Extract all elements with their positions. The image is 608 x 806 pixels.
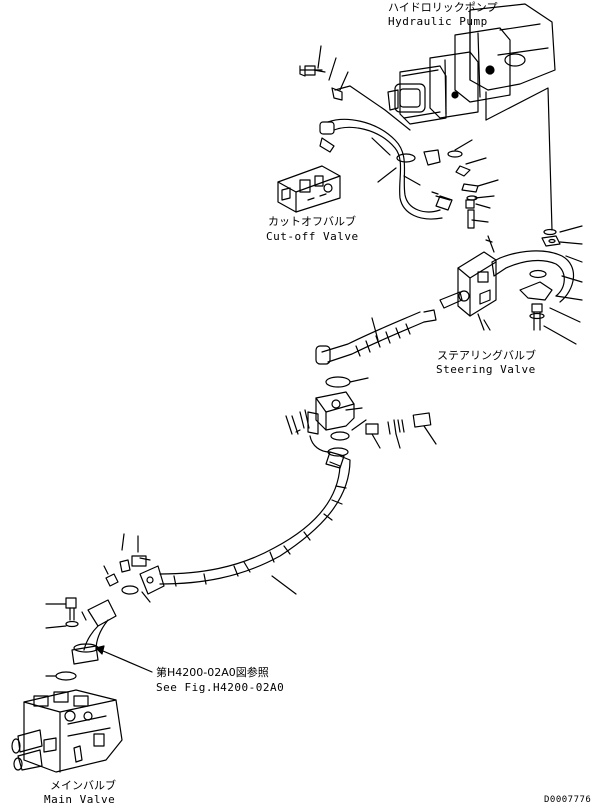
main-valve bbox=[11, 689, 123, 773]
see-fig-label-jp: 第H4200-02A0図参照 bbox=[156, 666, 269, 679]
main-valve-label-en: Main Valve bbox=[44, 793, 116, 806]
steering-valve bbox=[439, 235, 497, 331]
cutoff-valve-label-en: Cut-off Valve bbox=[266, 230, 359, 243]
hydraulic-pump bbox=[387, 3, 556, 231]
hydraulic-pump-label-en: Hydraulic Pump bbox=[388, 15, 488, 28]
steering-supply-hose bbox=[315, 309, 437, 365]
elbow-flange bbox=[285, 376, 437, 453]
cutoff-valve-label-jp: カットオフバルブ bbox=[268, 215, 356, 228]
steering-valve-label-jp: ステアリングバルブ bbox=[437, 349, 536, 362]
drawing-code: D0007776 bbox=[544, 795, 592, 805]
main-hose bbox=[159, 447, 351, 595]
main-valve-label-jp: メインバルブ bbox=[50, 779, 116, 792]
right-fittings bbox=[491, 225, 583, 345]
pump-flange-parts bbox=[299, 45, 499, 229]
hydraulic-pump-label-jp: ハイドロリックポンプ bbox=[388, 1, 498, 14]
reference-arrow bbox=[95, 645, 153, 673]
steering-valve-label-en: Steering Valve bbox=[436, 363, 536, 376]
lower-flange bbox=[103, 533, 165, 603]
main-valve-elbow bbox=[45, 597, 117, 681]
see-fig-label-en: See Fig.H4200-02A0 bbox=[156, 681, 285, 694]
cutoff-valve bbox=[277, 165, 341, 213]
